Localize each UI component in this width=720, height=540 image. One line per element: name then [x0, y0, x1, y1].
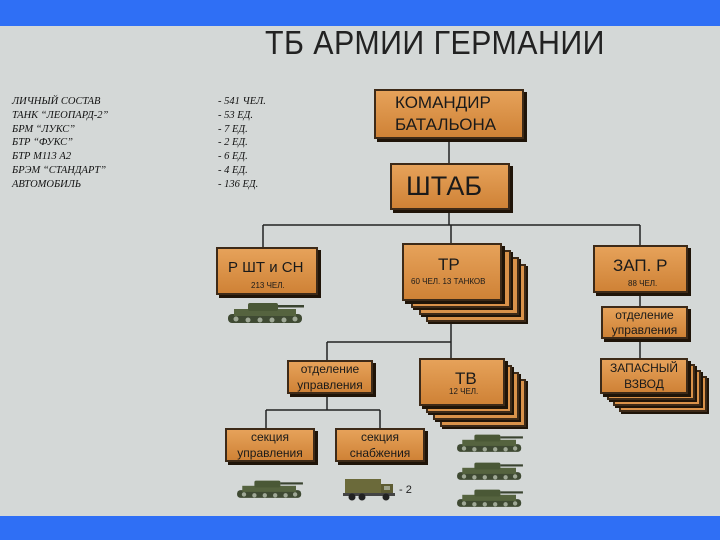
tank-icon	[228, 303, 304, 323]
stat-value: - 53 ЕД.	[218, 109, 253, 121]
tank-icon	[457, 489, 523, 507]
tank-platoon-box: ТВ 12 ЧЕЛ.	[419, 358, 505, 406]
stat-value: - 7 ЕД.	[218, 123, 248, 135]
slide-title: ТБ АРМИИ ГЕРМАНИИ	[265, 24, 605, 61]
supply-section-box: секция снабжения	[335, 428, 425, 462]
hq-label: ШТАБ	[406, 171, 483, 201]
hq-box: ШТАБ	[390, 163, 510, 210]
tank-company-count: 60 ЧЕЛ. 13 ТАНКОВ	[411, 277, 486, 286]
stat-row: БТР М113 А2 - 6 ЕД.	[12, 151, 312, 165]
commander-box: КОМАНДИР БАТАЛЬОНА	[374, 89, 524, 139]
tank-company-label: ТР	[438, 255, 460, 274]
stat-label: БРЭМ “СТАНДАРТ”	[12, 164, 107, 176]
supply-section-line2: снабжения	[349, 446, 411, 460]
reserve-control-line1: отделение	[615, 308, 674, 322]
stat-row: БРЭМ “СТАНДАРТ” - 4 ЕД.	[12, 165, 312, 179]
tank-icon	[457, 434, 523, 452]
commander-label-line1: КОМАНДИР	[395, 93, 491, 112]
reserve-platoon-line2: ВЗВОД	[624, 377, 664, 391]
stat-value: - 2 ЕД.	[218, 137, 248, 149]
reserve-platoon-box: ЗАПАСНЫЙ ВЗВОД	[600, 358, 688, 394]
stat-row: ТАНК “ЛЕОПАРД-2” - 53 ЕД.	[12, 110, 312, 124]
tank-icon	[457, 462, 523, 480]
support-company-box: Р ШТ и СН 213 ЧЕЛ.	[216, 247, 318, 295]
stat-value: - 136 ЕД.	[218, 178, 259, 190]
control-section-line2: управления	[237, 446, 303, 460]
company-control-line1: отделение	[300, 362, 360, 376]
tank-icon	[237, 480, 303, 498]
stat-label: ТАНК “ЛЕОПАРД-2”	[12, 109, 109, 121]
stat-label: ЛИЧНЫЙ СОСТАВ	[12, 96, 101, 107]
support-company-label: Р ШТ и СН	[228, 259, 304, 276]
bottom-banner-bar	[0, 516, 720, 540]
reserve-company-label: ЗАП. Р	[613, 256, 668, 275]
control-section-box: секция управления	[225, 428, 315, 462]
stat-label: АВТОМОБИЛЬ	[12, 178, 82, 190]
stat-value: - 541 ЧЕЛ.	[218, 96, 266, 107]
support-company-count: 213 ЧЕЛ.	[251, 281, 285, 290]
supply-section-line1: секция	[361, 430, 399, 444]
tank-platoon-label: ТВ	[455, 369, 477, 388]
control-section-line1: секция	[251, 430, 289, 444]
truck-icon	[343, 479, 395, 501]
reserve-company-box: ЗАП. Р 88 ЧЕЛ.	[593, 245, 688, 293]
stat-row: ЛИЧНЫЙ СОСТАВ - 541 ЧЕЛ.	[12, 96, 312, 110]
reserve-control-line2: управления	[611, 323, 678, 337]
tank-company-box: ТР 60 ЧЕЛ. 13 ТАНКОВ	[402, 243, 502, 301]
reserve-control-section-box: отделение управления	[601, 306, 688, 339]
company-control-section-box: отделение управления	[287, 360, 373, 394]
top-banner-bar	[0, 0, 720, 26]
stat-value: - 6 ЕД.	[218, 151, 248, 163]
tank-platoon-count: 12 ЧЕЛ.	[449, 387, 479, 396]
commander-label-line2: БАТАЛЬОНА	[395, 115, 497, 134]
stat-row: БТР “ФУКС” - 2 ЕД.	[12, 137, 312, 151]
truck-multiplier: - 2	[399, 484, 412, 496]
stat-label: БТР М113 А2	[12, 151, 72, 163]
stat-row: АВТОМОБИЛЬ - 136 ЕД.	[12, 179, 312, 193]
stat-row: БРМ “ЛУКС” - 7 ЕД.	[12, 124, 312, 138]
company-control-line2: управления	[297, 378, 363, 392]
personnel-equipment-list: ЛИЧНЫЙ СОСТАВ - 541 ЧЕЛ. ТАНК “ЛЕОПАРД-2”…	[12, 96, 312, 193]
stat-label: БТР “ФУКС”	[12, 137, 73, 149]
stat-label: БРМ “ЛУКС”	[12, 123, 76, 135]
reserve-company-count: 88 ЧЕЛ.	[628, 279, 658, 288]
stat-value: - 4 ЕД.	[218, 164, 248, 176]
reserve-platoon-line1: ЗАПАСНЫЙ	[609, 361, 679, 375]
